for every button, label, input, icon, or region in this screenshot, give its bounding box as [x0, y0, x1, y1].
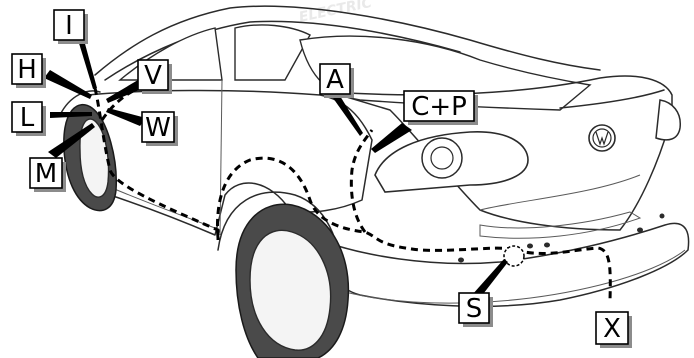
- pointer-v: [106, 80, 144, 103]
- parking-sensor-3: [544, 242, 550, 248]
- car-illustration: [59, 5, 690, 358]
- parking-sensor-5: [659, 213, 665, 219]
- watermark-text: ELECTRIC: [298, 0, 375, 26]
- side-panel: [87, 89, 373, 236]
- parking-sensor-2: [527, 243, 533, 249]
- label-h: H: [11, 53, 46, 88]
- sill-line: [104, 184, 216, 229]
- harness-main-run: [93, 87, 220, 240]
- bumper-lower-edge: [344, 249, 686, 304]
- label-i-text: I: [65, 11, 73, 41]
- label-m-text: M: [35, 159, 57, 189]
- vw-badge-inner: [592, 128, 612, 148]
- label-s-text: S: [466, 294, 483, 324]
- pointer-w: [106, 108, 146, 126]
- label-i: I: [53, 9, 88, 44]
- label-s: S: [458, 292, 493, 327]
- label-v-text: V: [144, 61, 162, 91]
- pointer-a: [333, 96, 363, 136]
- pointer-m: [48, 123, 95, 158]
- label-pointers: [44, 40, 508, 298]
- label-w: W: [141, 111, 178, 146]
- label-m: M: [29, 157, 66, 192]
- wiring-harness: [93, 84, 612, 301]
- harness-taillight-branch: [349, 129, 374, 233]
- trunk-lid: [329, 75, 673, 231]
- rear-side-window: [234, 24, 311, 81]
- rear-rim: [249, 229, 332, 351]
- brake-light-strip: [559, 89, 665, 109]
- roof-inner-line: [104, 20, 461, 81]
- pointer-s: [472, 259, 508, 298]
- trunk-crease: [479, 174, 641, 211]
- label-h-text: H: [17, 55, 37, 85]
- taillight-lamp-core: [430, 146, 454, 170]
- label-a-text: A: [326, 65, 344, 95]
- connector-s-marker: [503, 245, 525, 267]
- door-line: [219, 79, 223, 236]
- license-plate-recess: [479, 211, 642, 239]
- label-cp: C+P: [403, 90, 478, 125]
- harness-bumper-branch: [514, 246, 612, 301]
- label-cp-text: C+P: [411, 92, 467, 122]
- pointer-h: [44, 70, 92, 99]
- label-l: L: [11, 101, 46, 136]
- roof-outline: [94, 5, 601, 76]
- label-l-text: L: [20, 103, 35, 133]
- label-v: V: [137, 59, 172, 94]
- parking-sensor-1: [458, 257, 464, 263]
- pointer-l: [50, 112, 92, 118]
- right-taillight: [655, 99, 681, 141]
- vw-badge-mark: [595, 131, 609, 146]
- label-a: A: [319, 63, 354, 98]
- pointer-i: [78, 40, 97, 89]
- label-x: X: [595, 311, 632, 348]
- label-x-text: X: [603, 314, 621, 344]
- harness-rear-section: [215, 156, 516, 252]
- pointer-cp: [371, 123, 412, 153]
- front-rim: [79, 118, 110, 198]
- label-w-text: W: [145, 113, 171, 143]
- parking-sensor-4: [637, 227, 643, 233]
